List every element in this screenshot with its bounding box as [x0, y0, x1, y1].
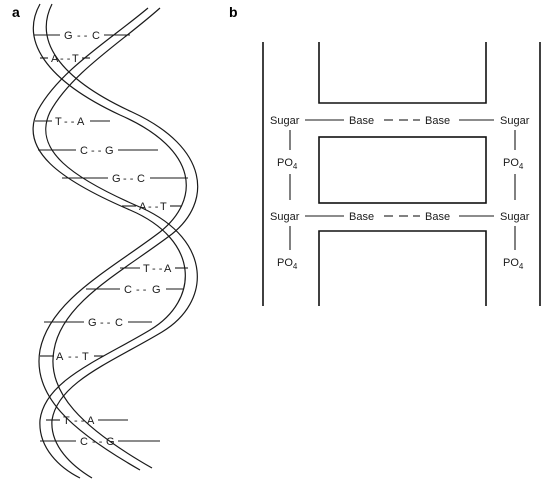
- base-right: A: [87, 415, 95, 427]
- base-left: T: [143, 263, 150, 275]
- base-left: G: [112, 173, 121, 185]
- rung-10: A - - T: [40, 351, 104, 363]
- double-helix: G - - C A - - T T - - A C - - G G - - C: [32, 3, 199, 479]
- rung-2: A - - T: [40, 53, 90, 65]
- base-dash: - -: [60, 53, 71, 65]
- base-left: T: [55, 116, 62, 128]
- sugar-label-left: Sugar: [270, 115, 300, 127]
- helix-strand-2-inner: [45, 7, 198, 479]
- rung-5: G - - C: [62, 173, 188, 185]
- base-right: C: [115, 317, 123, 329]
- base-right: T: [82, 351, 89, 363]
- rung-7: T - - A: [120, 263, 188, 275]
- rung-4: C - - G: [38, 145, 158, 157]
- base-label-right: Base: [425, 211, 450, 223]
- po4-label-right: PO4: [503, 157, 524, 171]
- base-dash: - -: [91, 145, 102, 157]
- rung-9: G - - C: [44, 317, 152, 329]
- base-right: T: [72, 53, 79, 65]
- base-right: C: [137, 173, 145, 185]
- base-dash: - -: [148, 201, 159, 213]
- base-right: G: [152, 284, 161, 296]
- middle-block: [318, 136, 487, 204]
- rung-6: A - - T: [122, 201, 182, 213]
- base-left: G: [64, 30, 73, 42]
- po4-label-left: PO4: [277, 157, 298, 171]
- base-left: A: [51, 53, 59, 65]
- rung-3: T - - A: [35, 116, 110, 128]
- base-left: G: [88, 317, 97, 329]
- base-dash: - -: [152, 263, 163, 275]
- base-right: G: [105, 145, 114, 157]
- base-dash: - -: [136, 284, 147, 296]
- base-left: C: [80, 436, 88, 448]
- base-left: A: [56, 351, 64, 363]
- sugar-label-right: Sugar: [500, 211, 530, 223]
- base-dash: - -: [92, 436, 103, 448]
- base-left: C: [80, 145, 88, 157]
- base-left: A: [139, 201, 147, 213]
- ladder-row-2: Sugar Base Base Sugar: [270, 211, 530, 223]
- top-block: [318, 42, 487, 104]
- sugar-label-right: Sugar: [500, 115, 530, 127]
- helix-strand-2-outer: [32, 7, 186, 479]
- ladder-row-1: Sugar Base Base Sugar: [270, 115, 530, 127]
- base-left: T: [63, 415, 70, 427]
- rung-11: T - - A: [46, 415, 128, 427]
- helix-strand-1-outer: [32, 3, 187, 471]
- base-dash: - -: [77, 30, 88, 42]
- base-right: T: [160, 201, 167, 213]
- helix-strand-1-inner: [45, 3, 199, 469]
- po4-label-right: PO4: [503, 257, 524, 271]
- base-dash: - -: [74, 415, 85, 427]
- base-dash: - -: [100, 317, 111, 329]
- base-label-left: Base: [349, 115, 374, 127]
- base-dash: - -: [64, 116, 75, 128]
- base-dash: - -: [68, 351, 79, 363]
- rung-8: C - - G: [86, 284, 184, 296]
- ladder-diagram: Sugar Base Base Sugar PO4 PO4 Sugar Base…: [262, 42, 541, 306]
- rung-1: G - - C: [34, 30, 130, 42]
- bottom-block: [318, 230, 487, 306]
- panel-a-label: a: [12, 4, 20, 20]
- po4-label-left: PO4: [277, 257, 298, 271]
- base-right: A: [164, 263, 172, 275]
- base-right: C: [92, 30, 100, 42]
- base-right: A: [77, 116, 85, 128]
- sugar-label-left: Sugar: [270, 211, 300, 223]
- base-right: G: [106, 436, 115, 448]
- base-label-right: Base: [425, 115, 450, 127]
- base-dash: - -: [123, 173, 134, 185]
- base-left: C: [124, 284, 132, 296]
- rung-12: C - - G: [40, 436, 160, 448]
- base-label-left: Base: [349, 211, 374, 223]
- panel-b-label: b: [229, 4, 238, 20]
